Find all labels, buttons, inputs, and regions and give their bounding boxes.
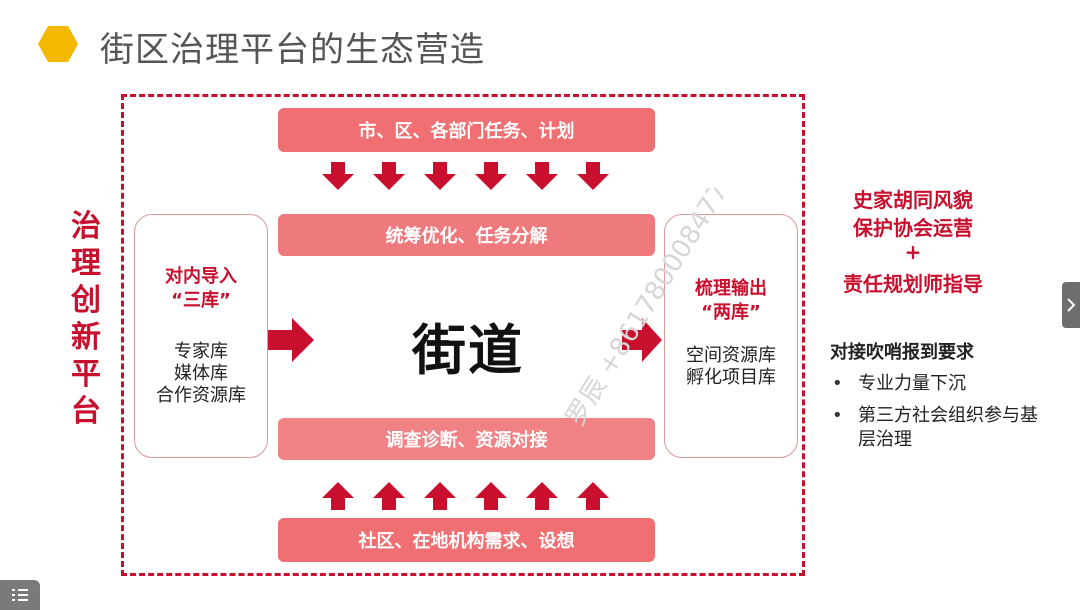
up-arrow-icon [424, 482, 456, 510]
left-box-heading-sub: “三库” [171, 290, 231, 311]
up-arrow-icon [373, 482, 405, 510]
left-box-heading: 对内导入 [165, 266, 237, 287]
down-arrow-icon [424, 162, 456, 190]
up-arrow-icon [322, 482, 354, 510]
page-title: 街区治理平台的生态营造 [100, 30, 485, 70]
right-box-item: 孵化项目库 [686, 367, 776, 388]
ops-title-line-1: 史家胡同风貌 [853, 188, 973, 212]
platform-frame [121, 94, 805, 576]
left-box-item: 专家库 [174, 341, 228, 362]
right-arrow-icon [622, 318, 662, 362]
ops-subtitle: 责任规划师指导 [843, 272, 983, 296]
left-box-item: 合作资源库 [156, 385, 246, 406]
center-street-label: 街道 [412, 319, 524, 382]
down-arrow-icon [373, 162, 405, 190]
up-arrow-icon [577, 482, 609, 510]
ops-title: 史家胡同风貌 保护协会运营 [828, 186, 998, 242]
right-box-heading: 梳理输出 [695, 278, 767, 299]
hexagon-icon [38, 26, 78, 62]
down-arrow-icon [577, 162, 609, 190]
right-arrow-icon [268, 318, 314, 362]
chevron-right-icon [1067, 298, 1076, 312]
output-libraries-box: 梳理输出 “两库” 空间资源库 孵化项目库 [664, 214, 798, 458]
up-arrows [322, 482, 609, 510]
up-arrow-icon [526, 482, 558, 510]
down-arrow-icon [526, 162, 558, 190]
list-item: 第三方社会组织参与基层治理 [830, 404, 1040, 452]
up-arrow-icon [475, 482, 507, 510]
down-arrow-icon [322, 162, 354, 190]
right-box-heading-sub: “两库” [701, 302, 761, 323]
ops-title-line-2: 保护协会运营 [853, 216, 973, 240]
ops-plus: + [904, 240, 922, 264]
down-arrows [322, 162, 609, 190]
coordination-band: 统筹优化、任务分解 [278, 214, 655, 256]
vertical-label: 治理创新平台 [71, 209, 101, 429]
survey-band: 调查诊断、资源对接 [278, 418, 655, 460]
menu-button[interactable] [0, 580, 40, 610]
list-item: 专业力量下沉 [830, 372, 1040, 396]
left-box-item: 媒体库 [174, 363, 228, 384]
down-arrow-icon [475, 162, 507, 190]
bottom-band: 社区、在地机构需求、设想 [278, 518, 655, 562]
menu-list-icon [12, 589, 28, 601]
import-libraries-box: 对内导入 “三库” 专家库 媒体库 合作资源库 [134, 214, 268, 458]
right-box-item: 空间资源库 [686, 345, 776, 366]
next-slide-button[interactable] [1062, 282, 1080, 328]
top-band: 市、区、各部门任务、计划 [278, 108, 655, 152]
requirements-heading: 对接吹哨报到要求 [830, 342, 974, 363]
requirements-list: 专业力量下沉 第三方社会组织参与基层治理 [830, 372, 1040, 460]
